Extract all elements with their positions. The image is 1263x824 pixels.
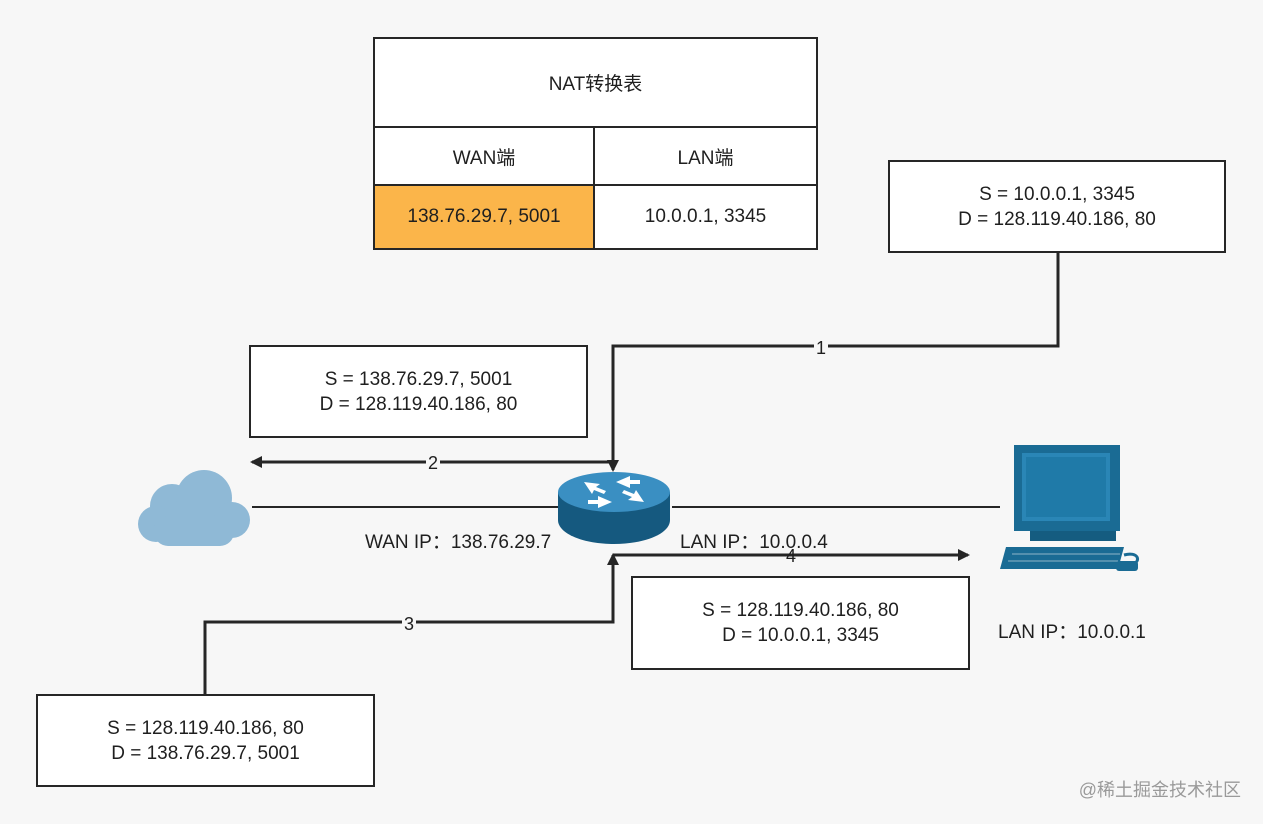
packet-4-destination: D = 10.0.0.1, 3345 (722, 625, 879, 646)
packet-2-destination: D = 128.119.40.186, 80 (319, 393, 518, 415)
step-label-3: 3 (402, 614, 417, 635)
nat-table-title: NAT转换表 (375, 39, 816, 128)
packet-box-2: S = 138.76.29.7, 5001 D = 128.119.40.186… (249, 345, 588, 438)
wan-ip-label: WAN IP：138.76.29.7 (365, 532, 552, 553)
computer-icon (1000, 445, 1140, 571)
packet-1-source: S = 10.0.0.1, 3345 (979, 183, 1135, 205)
router-icon (558, 472, 670, 544)
step-label-1: 1 (814, 338, 829, 359)
packet-1-destination: D = 128.119.40.186, 80 (958, 208, 1156, 230)
router-lan-ip-label: LAN IP：10.0.0.4 (680, 532, 828, 553)
packet-box-3: S = 128.119.40.186, 80 D = 138.76.29.7, … (36, 694, 375, 787)
packet-2-source: S = 138.76.29.7, 5001 (324, 368, 513, 390)
nat-cell-wan: 138.76.29.7, 5001 (375, 186, 595, 248)
host-lan-ip-label: LAN IP：10.0.0.1 (998, 622, 1146, 643)
cloud-icon (138, 470, 250, 546)
watermark: @稀土掘金技术社区 (1078, 780, 1241, 800)
nat-header-lan: LAN端 (595, 128, 816, 186)
packet-3-source: S = 128.119.40.186, 80 (107, 717, 304, 739)
packet-3-destination: D = 138.76.29.7, 5001 (111, 742, 300, 764)
step-label-4: 4 (786, 546, 797, 566)
packet-box-1: S = 10.0.0.1, 3345 D = 128.119.40.186, 8… (888, 160, 1226, 253)
step-label-2: 2 (426, 453, 441, 474)
nat-cell-lan: 10.0.0.1, 3345 (644, 206, 767, 227)
nat-table: NAT转换表 WAN端 LAN端 138.76.29.7, 5001 10.0.… (373, 37, 818, 250)
nat-header-wan: WAN端 (375, 128, 595, 186)
packet-box-4: S = 128.119.40.186, 80 D = 10.0.0.1, 334… (631, 576, 970, 670)
step1-arrow (607, 252, 1060, 472)
packet-4-source: S = 128.119.40.186, 80 (702, 600, 899, 621)
